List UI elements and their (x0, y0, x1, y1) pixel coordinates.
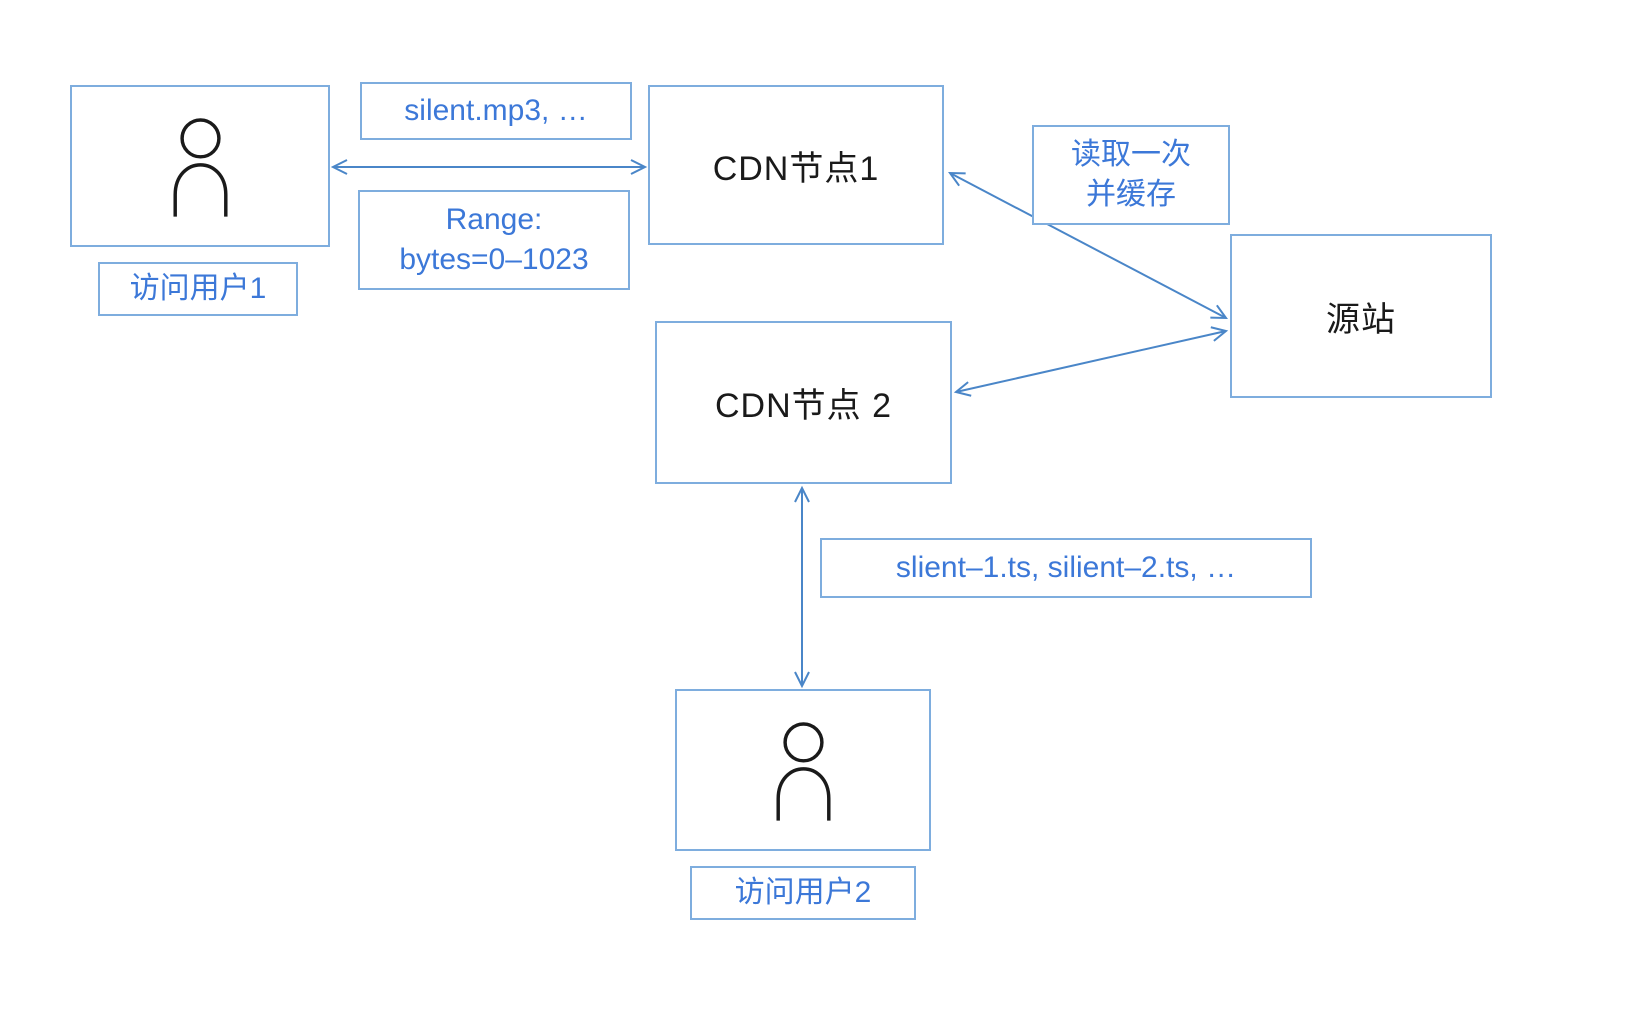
label-segment-files-text: slient–1.ts, silient–2.ts, … (895, 550, 1237, 584)
person-icon (172, 118, 228, 217)
label-range-header: Range: bytes=0–1023 (358, 190, 630, 290)
label-cache-note-line2: 并缓存 (1086, 178, 1176, 211)
node-cdn1-label: CDN节点1 (712, 149, 880, 188)
node-origin: 源站 (1230, 234, 1492, 398)
label-request-file-text: silent.mp3, … (404, 93, 588, 127)
label-range-line1: Range: (445, 202, 543, 236)
label-user1: 访问用户1 (98, 262, 298, 316)
label-request-file: silent.mp3, … (360, 82, 632, 140)
arrow-origin-cdn2 (953, 326, 1229, 397)
label-cache-note-line1: 读取一次 (1071, 137, 1191, 171)
arrow-cdn1-origin (948, 171, 1228, 320)
node-origin-label: 源站 (1326, 300, 1396, 339)
label-user1-text: 访问用户1 (129, 271, 267, 305)
label-segment-files: slient–1.ts, silient–2.ts, … (820, 538, 1312, 598)
label-user2: 访问用户2 (690, 866, 916, 920)
label-user2-text: 访问用户2 (734, 875, 872, 909)
node-cdn2-label: CDN节点 2 (714, 387, 893, 425)
node-user1 (70, 85, 330, 247)
label-cache-note: 读取一次 并缓存 (1032, 125, 1230, 225)
person-icon (775, 722, 831, 821)
node-cdn1: CDN节点1 (648, 85, 944, 245)
node-user2 (675, 689, 931, 851)
label-range-line2: bytes=0–1023 (399, 243, 589, 276)
node-cdn2: CDN节点 2 (655, 321, 952, 484)
